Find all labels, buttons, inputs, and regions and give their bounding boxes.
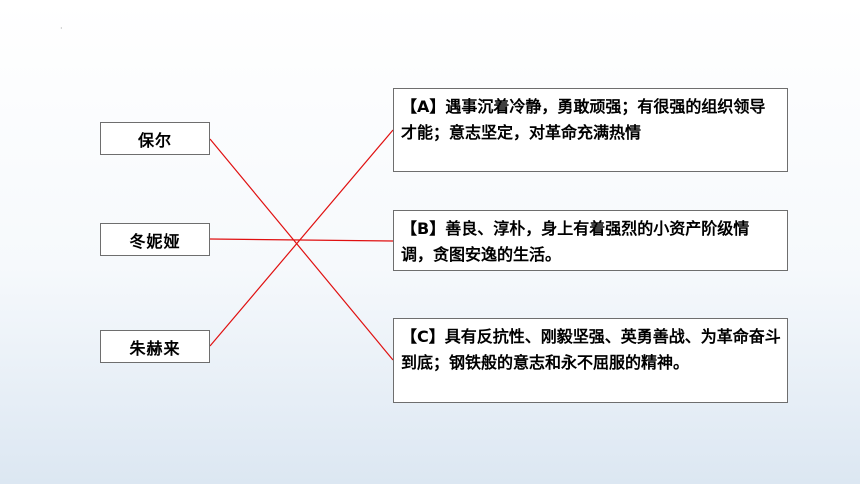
character-box-zhuhelai: 朱赫来: [100, 330, 210, 363]
line-zhuhelai-to-a: [209, 129, 394, 347]
description-text: 【B】善良、淳朴，身上有着强烈的小资产阶级情调，贪图安逸的生活。: [401, 219, 750, 264]
description-box-b: 【B】善良、淳朴，身上有着强烈的小资产阶级情调，贪图安逸的生活。: [393, 210, 788, 271]
line-baoer-to-c: [209, 138, 394, 361]
description-box-a: 【A】遇事沉着冷静，勇敢顽强；有很强的组织领导才能；意志坚定，对革命充满热情: [393, 88, 788, 172]
character-name: 冬妮娅: [129, 231, 181, 251]
line-dongniya-to-b: [209, 238, 394, 242]
character-box-dongniya: 冬妮娅: [100, 223, 210, 256]
character-name: 保尔: [137, 130, 172, 150]
character-box-baoer: 保尔: [100, 122, 210, 155]
corner-mark: ·: [60, 24, 63, 33]
description-box-c: 【C】具有反抗性、刚毅坚强、英勇善战、为革命奋斗到底；钢铁般的意志和永不屈服的精…: [393, 318, 788, 403]
description-text: 【C】具有反抗性、刚毅坚强、英勇善战、为革命奋斗到底；钢铁般的意志和永不屈服的精…: [401, 327, 781, 372]
description-text: 【A】遇事沉着冷静，勇敢顽强；有很强的组织领导才能；意志坚定，对革命充满热情: [401, 97, 766, 142]
character-name: 朱赫来: [129, 338, 181, 358]
